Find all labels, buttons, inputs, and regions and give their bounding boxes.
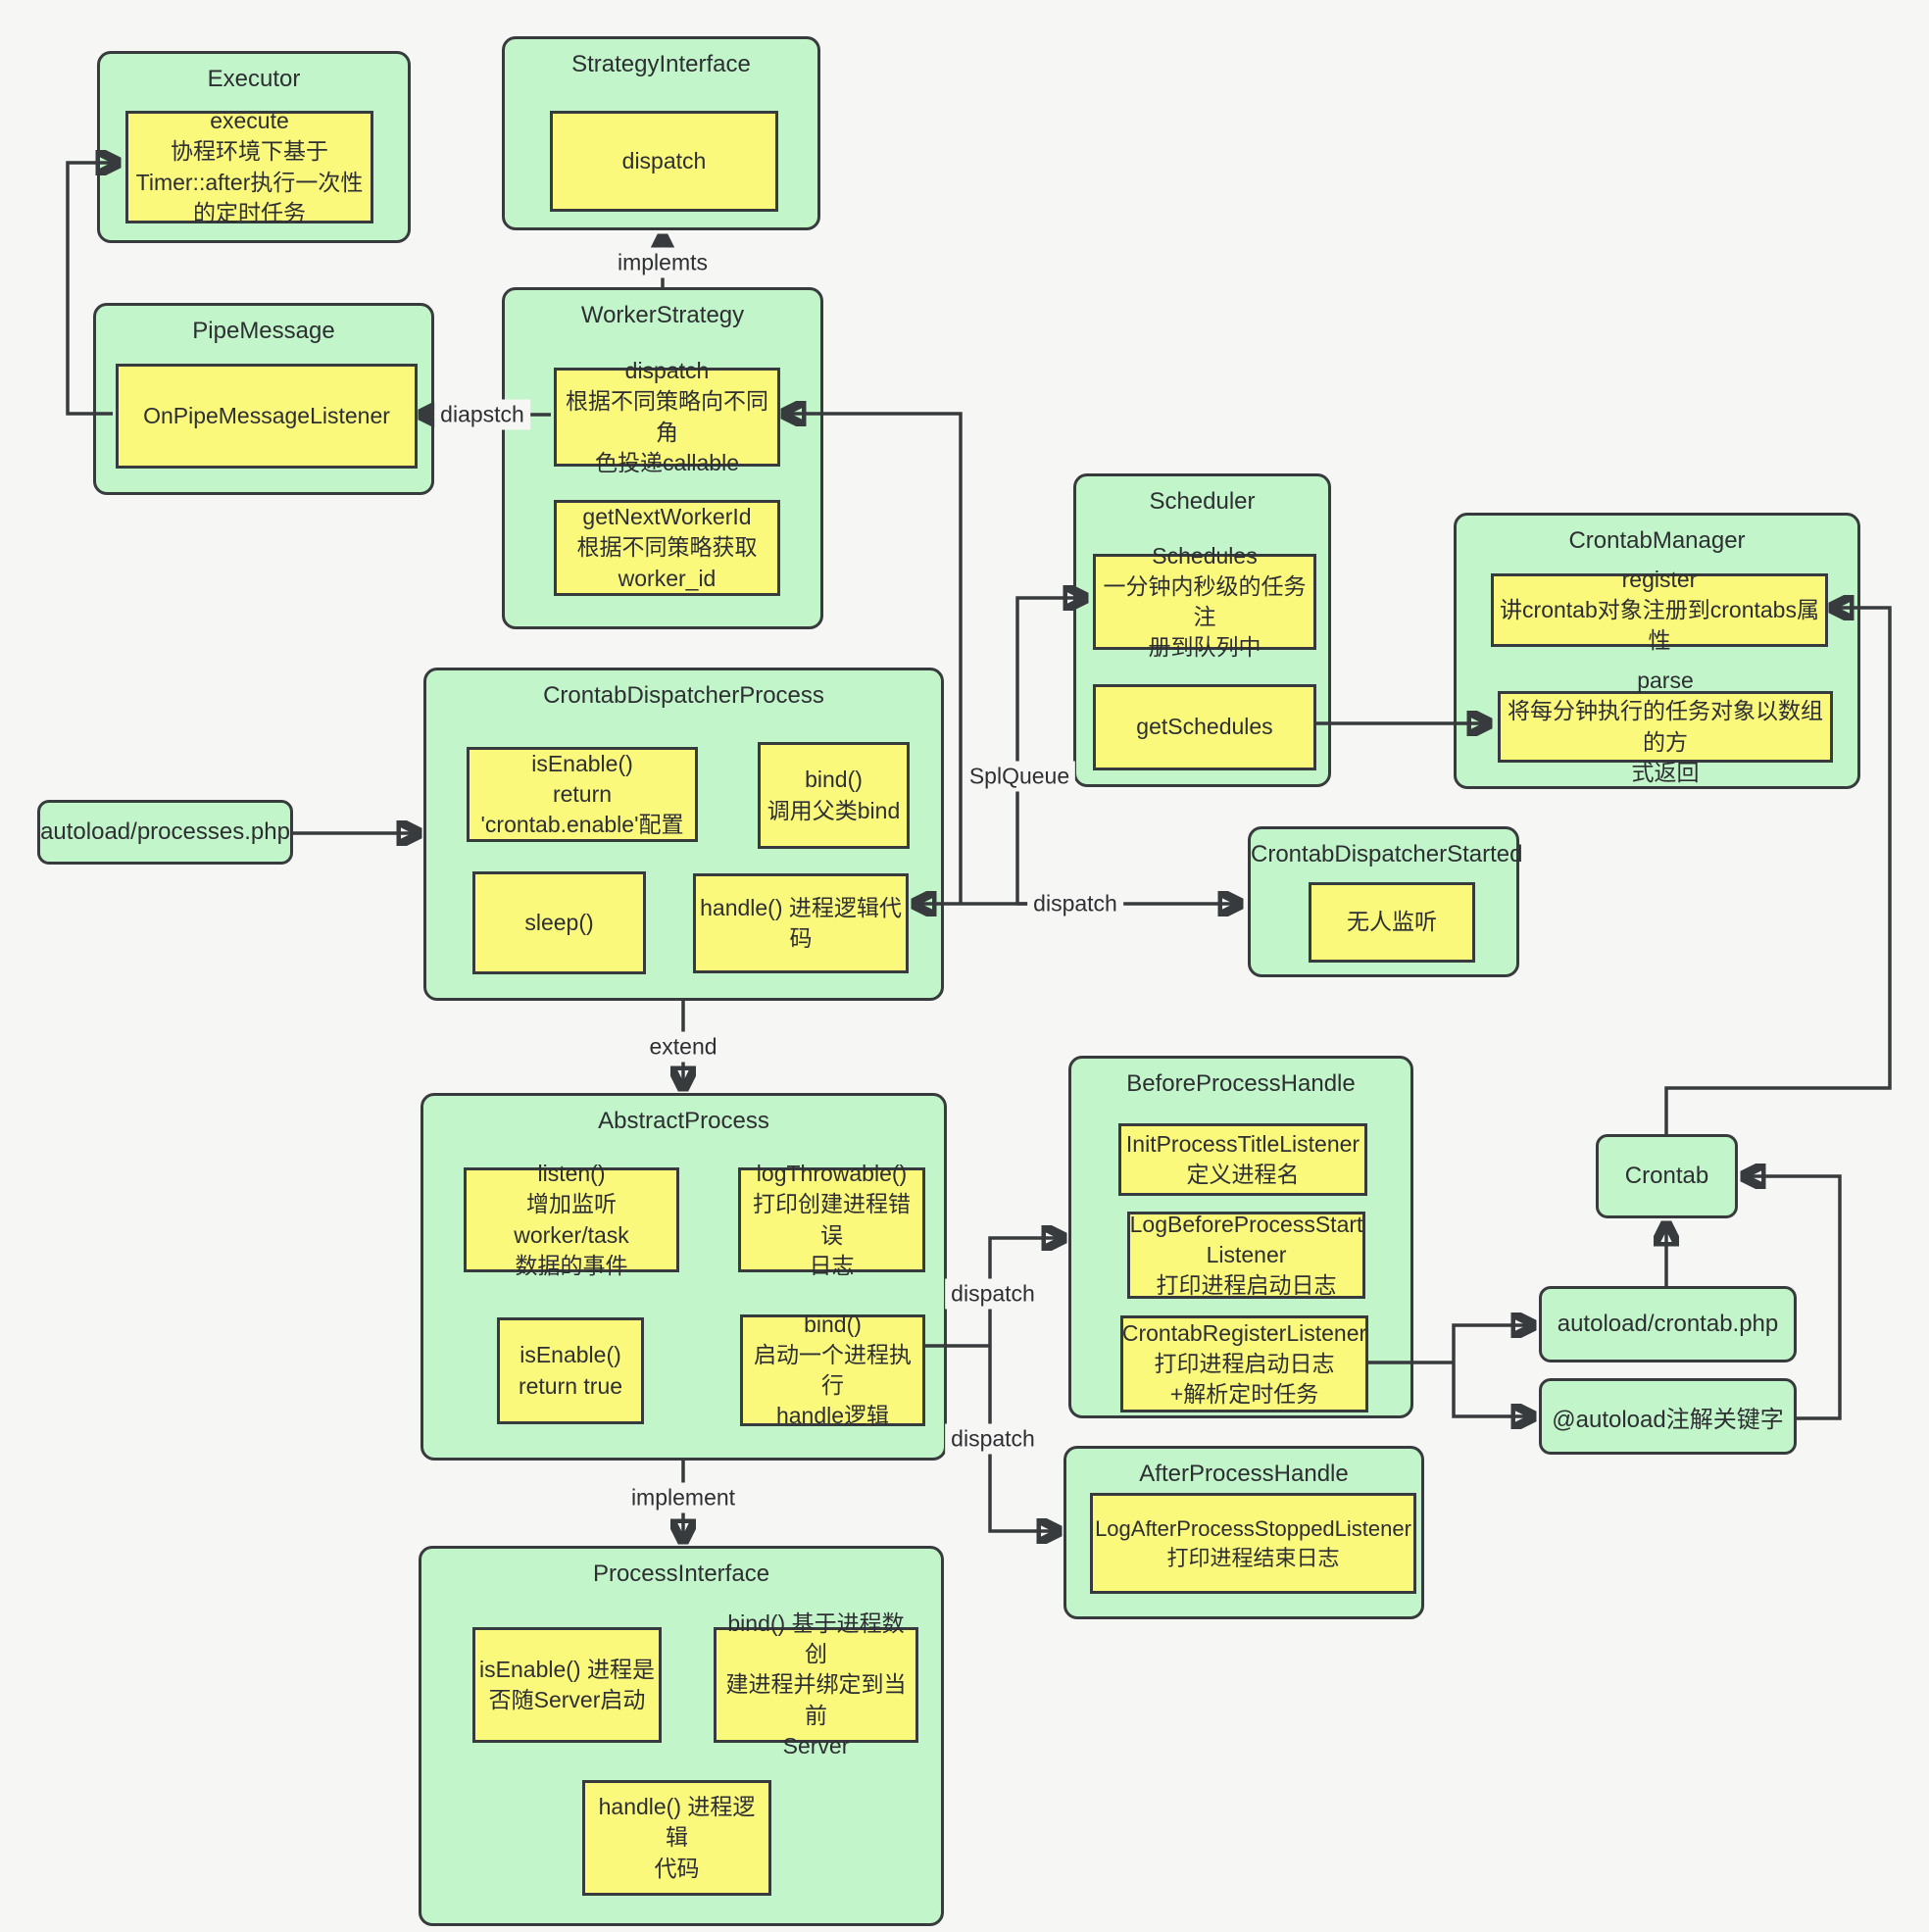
class-title-before-process-handle: BeforeProcessHandle — [1126, 1070, 1356, 1097]
class-title-process-interface: ProcessInterface — [592, 1560, 770, 1587]
method-on-pipe-message-listener: OnPipeMessageListener — [116, 364, 418, 469]
class-crontab-manager: CrontabManager register 讲crontab对象注册到cro… — [1454, 513, 1860, 789]
method-log-before-process-start-listener: LogBeforeProcessStart Listener 打印进程启动日志 — [1127, 1212, 1365, 1299]
method-crontab-register-listener: CrontabRegisterListener 打印进程启动日志 +解析定时任务 — [1120, 1315, 1368, 1412]
class-worker-strategy: WorkerStrategy dispatch 根据不同策略向不同角 色投递ca… — [502, 287, 823, 629]
class-title-crontab-dispatcher-started: CrontabDispatcherStarted — [1251, 841, 1523, 867]
node-crontab: Crontab — [1596, 1134, 1738, 1218]
method-pi-bind: bind() 基于进程数创 建进程并绑定到当前 Server — [714, 1610, 918, 1759]
method-cdp-bind: bind() 调用父类bind — [758, 742, 910, 849]
edge-crontabregister-to-annotation — [1452, 1362, 1534, 1416]
class-crontab-dispatcher-started: CrontabDispatcherStarted 无人监听 — [1248, 826, 1523, 977]
method-ap-listen: listen() 增加监听worker/task 数据的事件 — [464, 1161, 679, 1278]
class-title-pipe-message: PipeMessage — [192, 318, 335, 344]
class-pipe-message: PipeMessage OnPipeMessageListener — [93, 303, 434, 495]
edge-label-dispatch-after: dispatch — [945, 1423, 1041, 1455]
edge-label-dispatch-handle: dispatch — [1027, 888, 1123, 919]
method-execute: execute 协程环境下基于 Timer::after执行一次性 的定时任务 — [125, 108, 373, 225]
method-pi-handle: handle() 进程逻辑 代码 — [582, 1780, 771, 1896]
method-pi-is-enable: isEnable() 进程是 否随Server启动 — [472, 1627, 662, 1743]
method-ap-is-enable: isEnable() return true — [497, 1317, 644, 1424]
class-title-abstract-process: AbstractProcess — [598, 1108, 769, 1134]
method-cdp-is-enable: isEnable() return 'crontab.enable'配置 — [467, 747, 698, 842]
class-after-process-handle: AfterProcessHandle LogAfterProcessStoppe… — [1063, 1446, 1424, 1619]
class-title-after-process-handle: AfterProcessHandle — [1139, 1461, 1349, 1487]
class-title-worker-strategy: WorkerStrategy — [580, 302, 745, 328]
method-get-next-worker-id: getNextWorkerId 根据不同策略获取 worker_id — [554, 500, 780, 596]
class-title-crontab-manager: CrontabManager — [1568, 527, 1746, 554]
method-cdp-sleep: sleep() — [472, 871, 646, 974]
method-parse: parse 将每分钟执行的任务对象以数组的方 式返回 — [1498, 668, 1833, 785]
edge-label-implement: implement — [624, 1482, 742, 1513]
method-ap-log-throwable: logThrowable() 打印创建进程错误 日志 — [738, 1161, 925, 1278]
method-log-after-process-stopped-listener: LogAfterProcessStoppedListener 打印进程结束日志 — [1090, 1493, 1416, 1594]
class-crontab-dispatcher-process: CrontabDispatcherProcess isEnable() retu… — [423, 668, 944, 1001]
node-autoload-crontab: autoload/crontab.php — [1539, 1286, 1797, 1362]
class-title-executor: Executor — [207, 66, 301, 92]
method-cds-listen: 无人监听 — [1309, 882, 1475, 963]
edge-crontabregister-to-autoloadcrontab — [1452, 1325, 1534, 1362]
method-cdp-handle: handle() 进程逻辑代 码 — [693, 873, 909, 973]
class-abstract-process: AbstractProcess listen() 增加监听worker/task… — [420, 1093, 947, 1461]
class-title-crontab-dispatcher-process: CrontabDispatcherProcess — [543, 682, 824, 709]
method-schedules: Schedules 一分钟内秒级的任务注 册到队列中 — [1093, 543, 1316, 660]
class-strategy-interface: StrategyInterface dispatch — [502, 36, 820, 230]
class-scheduler: Scheduler Schedules 一分钟内秒级的任务注 册到队列中 get… — [1073, 473, 1331, 787]
edge-label-dispatch-before: dispatch — [945, 1278, 1041, 1310]
method-get-schedules: getSchedules — [1093, 684, 1316, 770]
class-executor: Executor execute 协程环境下基于 Timer::after执行一… — [97, 51, 411, 243]
edge-label-diapstch: diapstch — [434, 399, 530, 430]
class-before-process-handle: BeforeProcessHandle InitProcessTitleList… — [1068, 1056, 1413, 1418]
edge-label-extend: extend — [643, 1031, 723, 1063]
method-register: register 讲crontab对象注册到crontabs属性 — [1491, 567, 1828, 653]
node-autoload-processes: autoload/processes.php — [37, 800, 293, 865]
method-init-process-title-listener: InitProcessTitleListener 定义进程名 — [1118, 1123, 1367, 1196]
edge-label-implemts: implemts — [611, 247, 715, 278]
edge-label-splqueue: SplQueue — [963, 761, 1076, 792]
method-dispatch-interface: dispatch — [550, 111, 778, 212]
class-title-strategy-interface: StrategyInterface — [571, 51, 751, 77]
class-process-interface: ProcessInterface isEnable() 进程是 否随Server… — [419, 1546, 944, 1926]
class-title-scheduler: Scheduler — [1149, 488, 1256, 515]
method-ap-bind: bind() 启动一个进程执行 handle逻辑 — [740, 1312, 925, 1428]
method-ws-dispatch: dispatch 根据不同策略向不同角 色投递callable — [554, 358, 780, 475]
node-autoload-annotation: @autoload注解关键字 — [1539, 1378, 1797, 1455]
